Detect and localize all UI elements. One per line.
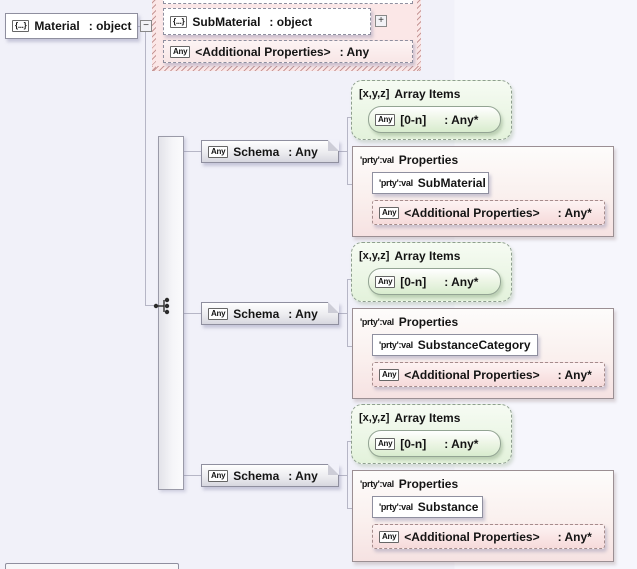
connector-line — [347, 117, 348, 185]
property-icon: 'prty':val — [379, 502, 413, 512]
connector-line — [347, 441, 348, 509]
hatch-border-left-icon — [152, 0, 156, 71]
additional-properties-type: : Any* — [557, 529, 592, 544]
property-label: SubstanceCategory — [417, 338, 531, 352]
tree-branch-icon — [153, 297, 170, 315]
property-node[interactable]: 'prty':val SubstanceCategory — [372, 334, 538, 356]
schema-list-bar — [158, 136, 184, 490]
material-node[interactable]: {...} Material : object — [5, 13, 138, 39]
any-type-icon: Any — [379, 206, 400, 219]
array-icon: [x,y,z] — [359, 250, 390, 262]
submaterial-node[interactable]: {...} SubMaterial : object — [163, 8, 371, 35]
property-node[interactable]: 'prty':val SubMaterial — [372, 172, 489, 194]
connector-line — [138, 26, 140, 27]
array-item-type: : Any* — [444, 274, 479, 289]
cutoff-node-bottom — [5, 563, 179, 569]
any-type-icon: Any — [375, 113, 396, 126]
collapse-toggle[interactable]: − — [140, 20, 152, 32]
additional-properties-label: <Additional Properties> — [195, 44, 331, 59]
schema-label: Schema — [233, 144, 280, 159]
any-type-icon: Any — [208, 469, 229, 482]
schema-node[interactable]: Any Schema : Any — [201, 464, 339, 487]
hatch-border-bottom-icon — [152, 66, 421, 71]
property-label: Substance — [417, 500, 479, 514]
array-item-label: [0-n] — [400, 436, 427, 451]
properties-title: Properties — [398, 153, 459, 167]
property-icon: 'prty':val — [360, 317, 394, 327]
object-icon: {...} — [170, 15, 188, 28]
any-type-icon: Any — [208, 307, 229, 320]
array-icon: [x,y,z] — [359, 412, 390, 424]
schema-node[interactable]: Any Schema : Any — [201, 140, 339, 163]
property-icon: 'prty':val — [360, 155, 394, 165]
properties-title: Properties — [398, 477, 459, 491]
cutoff-node-top — [163, 0, 413, 4]
any-type-icon: Any — [375, 275, 396, 288]
array-icon: [x,y,z] — [359, 88, 390, 100]
additional-properties-type: : Any — [339, 44, 370, 59]
any-type-icon: Any — [208, 145, 229, 158]
additional-properties-node[interactable]: Any <Additional Properties> : Any* — [372, 524, 605, 549]
property-node[interactable]: 'prty':val Substance — [372, 496, 483, 518]
connector-line — [339, 313, 347, 314]
connector-line — [145, 305, 157, 306]
array-items-title: Array Items — [394, 249, 461, 263]
connector-line — [184, 475, 201, 476]
additional-properties-label: <Additional Properties> — [404, 205, 540, 220]
array-items-title: Array Items — [394, 411, 461, 425]
material-type: : object — [88, 19, 132, 33]
connector-line — [339, 475, 347, 476]
material-label: Material — [34, 19, 80, 33]
additional-properties-type: : Any* — [557, 367, 592, 382]
additional-properties-node[interactable]: Any <Additional Properties> : Any* — [372, 362, 605, 387]
array-items-title: Array Items — [394, 87, 461, 101]
any-type-icon: Any — [379, 530, 400, 543]
array-item-node[interactable]: Any [0-n] : Any* — [368, 430, 501, 457]
additional-properties-node[interactable]: Any <Additional Properties> : Any — [163, 40, 413, 63]
any-type-icon: Any — [379, 368, 400, 381]
submaterial-type: : object — [269, 14, 313, 29]
schema-node[interactable]: Any Schema : Any — [201, 302, 339, 325]
array-item-node[interactable]: Any [0-n] : Any* — [368, 106, 501, 133]
expand-toggle[interactable]: + — [375, 15, 387, 27]
connector-line — [184, 313, 201, 314]
array-item-label: [0-n] — [400, 274, 427, 289]
additional-properties-label: <Additional Properties> — [404, 529, 540, 544]
connector-line — [339, 151, 347, 152]
any-type-icon: Any — [375, 437, 396, 450]
additional-properties-label: <Additional Properties> — [404, 367, 540, 382]
any-type-icon: Any — [170, 45, 191, 58]
property-icon: 'prty':val — [379, 340, 413, 350]
array-item-node[interactable]: Any [0-n] : Any* — [368, 268, 501, 295]
object-icon: {...} — [12, 20, 30, 32]
schema-type: : Any — [288, 144, 318, 159]
hatch-border-right-icon — [417, 0, 421, 71]
connector-line — [145, 32, 146, 306]
property-icon: 'prty':val — [379, 178, 413, 188]
property-label: SubMaterial — [417, 176, 486, 190]
connector-line — [347, 279, 348, 347]
schema-type: : Any — [288, 306, 318, 321]
schema-label: Schema — [233, 306, 280, 321]
array-item-type: : Any* — [444, 436, 479, 451]
array-item-label: [0-n] — [400, 112, 427, 127]
additional-properties-node[interactable]: Any <Additional Properties> : Any* — [372, 200, 605, 225]
schema-label: Schema — [233, 468, 280, 483]
additional-properties-type: : Any* — [557, 205, 592, 220]
connector-line — [184, 151, 201, 152]
property-icon: 'prty':val — [360, 479, 394, 489]
properties-title: Properties — [398, 315, 459, 329]
submaterial-label: SubMaterial — [192, 14, 261, 29]
array-item-type: : Any* — [444, 112, 479, 127]
schema-type: : Any — [288, 468, 318, 483]
